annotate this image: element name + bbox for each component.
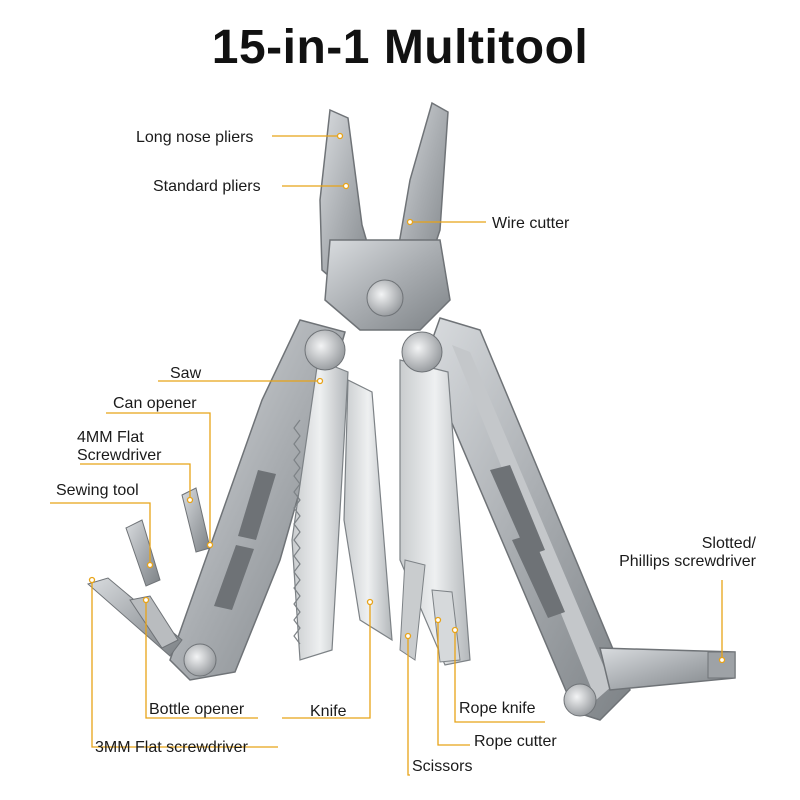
left-small-tools bbox=[86, 487, 211, 657]
knife-blade bbox=[343, 379, 393, 642]
label-standard-pliers: Standard pliers bbox=[153, 178, 261, 195]
label-3mm-flat-screwdriver: 3MM Flat screwdriver bbox=[95, 739, 248, 756]
label-4mm-flat-screwdriver: 4MM Flat Screwdriver bbox=[77, 429, 162, 464]
left-bolt bbox=[304, 329, 346, 371]
label-slotted-phillips-screwdriver: Slotted/ Phillips screwdriver bbox=[619, 535, 756, 570]
leader-lines bbox=[50, 135, 723, 776]
bottom-left-bolt bbox=[183, 643, 217, 677]
right-handle bbox=[424, 317, 631, 721]
label-rope-cutter: Rope cutter bbox=[474, 733, 557, 750]
pivot-bolt bbox=[366, 279, 404, 317]
label-scissors: Scissors bbox=[412, 758, 473, 775]
label-saw: Saw bbox=[170, 365, 202, 382]
right-bolt bbox=[401, 331, 443, 373]
leader-dots bbox=[88, 132, 726, 664]
label-sewing-tool: Sewing tool bbox=[56, 482, 139, 499]
label-knife: Knife bbox=[310, 703, 347, 720]
label-bottle-opener: Bottle opener bbox=[149, 701, 245, 718]
slotted-phillips-screwdriver bbox=[599, 647, 736, 691]
label-rope-knife: Rope knife bbox=[459, 700, 536, 717]
label-can-opener: Can opener bbox=[113, 395, 197, 412]
label-wire-cutter: Wire cutter bbox=[492, 215, 570, 232]
saw-blade bbox=[291, 359, 349, 661]
label-long-nose-pliers: Long nose pliers bbox=[136, 129, 254, 146]
bottom-right-bolt bbox=[563, 683, 597, 717]
page-title: 15-in-1 Multitool bbox=[211, 21, 589, 74]
